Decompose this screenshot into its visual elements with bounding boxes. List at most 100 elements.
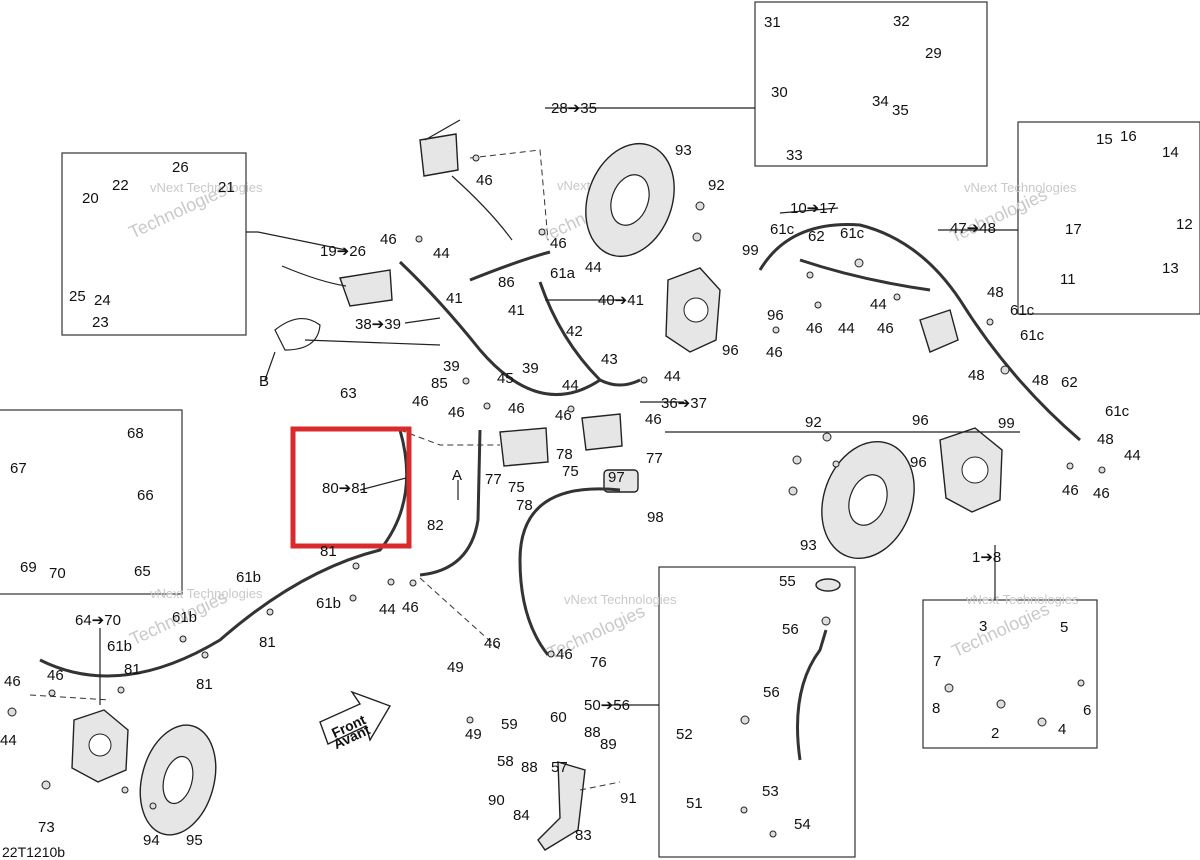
rear-brake-pedal <box>537 761 586 851</box>
part-label: 46 <box>877 320 894 337</box>
part-label: 46 <box>380 231 397 248</box>
part-label: 48 <box>968 367 985 384</box>
detail-letter-b: B <box>259 373 269 390</box>
part-label: 81 <box>320 543 337 560</box>
svg-text:vNext Technologies: vNext Technologies <box>964 180 1077 195</box>
part-label: 81 <box>196 676 213 693</box>
part-label: 1➔8 <box>972 549 1001 566</box>
part-label: 61b <box>316 595 341 612</box>
part-label: 94 <box>143 832 160 849</box>
svg-text:vNext Technologies: vNext Technologies <box>966 592 1079 607</box>
part-labels: 31 32 29 30 34 35 33 28➔35 26 22 21 20 2… <box>0 13 1193 849</box>
caliper-rear-main <box>71 709 129 783</box>
part-label: 78 <box>516 497 533 514</box>
brake-disc-rear <box>139 724 217 836</box>
part-label: 46 <box>448 404 465 421</box>
part-label: 91 <box>620 790 637 807</box>
svg-text:vNext Technologies: vNext Technologies <box>150 180 263 195</box>
part-label: 53 <box>762 783 779 800</box>
part-label: 46 <box>508 400 525 417</box>
part-label: 77 <box>646 450 663 467</box>
part-label: 12 <box>1176 216 1193 233</box>
part-label: 26 <box>172 159 189 176</box>
part-label: 57 <box>551 759 568 776</box>
part-label: 44 <box>838 320 855 337</box>
inset-box-rear-left-caliper <box>0 409 183 595</box>
part-label: 15 <box>1096 131 1113 148</box>
part-label: 48 <box>1032 372 1049 389</box>
part-label: 2 <box>991 725 999 742</box>
part-label: 61b <box>236 569 261 586</box>
svg-text:vNext Technologies: vNext Technologies <box>564 592 677 607</box>
caliper-front-left-main <box>939 427 1003 513</box>
part-label: 44 <box>664 368 681 385</box>
part-label: 76 <box>590 654 607 671</box>
part-label: 39 <box>522 360 539 377</box>
part-label: 56 <box>782 621 799 638</box>
part-label: 78 <box>556 446 573 463</box>
part-label: 25 <box>69 288 86 305</box>
reference-lines <box>29 149 621 791</box>
part-label: 34 <box>872 93 889 110</box>
part-label: 81 <box>259 634 276 651</box>
hydraulic-unit <box>919 309 959 353</box>
part-label: 61b <box>172 609 197 626</box>
part-label: 44 <box>562 377 579 394</box>
brake-disc-front-left <box>821 440 915 560</box>
part-label: 88 <box>584 724 601 741</box>
part-label: 59 <box>501 716 518 733</box>
part-label: 83 <box>575 827 592 844</box>
part-label: 61a <box>550 265 576 282</box>
part-label: 95 <box>186 832 203 849</box>
part-label: 69 <box>20 559 37 576</box>
part-label: 46 <box>555 407 572 424</box>
part-label: 92 <box>805 414 822 431</box>
part-label: 75 <box>562 463 579 480</box>
part-label: 44 <box>585 259 602 276</box>
inset-box-left-lever <box>61 152 247 336</box>
part-label: 44 <box>433 245 450 262</box>
part-label: 46 <box>556 646 573 663</box>
part-label: 20 <box>82 190 99 207</box>
part-label: 99 <box>998 415 1015 432</box>
leader-lines <box>99 107 1020 706</box>
part-label: 90 <box>488 792 505 809</box>
part-label: 97 <box>608 469 625 486</box>
detail-letter-a: A <box>452 467 462 484</box>
part-label: 47➔48 <box>950 220 996 237</box>
part-label: 28➔35 <box>551 100 597 117</box>
part-label: 88 <box>521 759 538 776</box>
part-label: 50➔56 <box>584 697 630 714</box>
part-label: 49 <box>465 726 482 743</box>
part-label: 44 <box>379 601 396 618</box>
part-label: 46 <box>476 172 493 189</box>
part-label: 46 <box>806 320 823 337</box>
part-label: 86 <box>498 274 515 291</box>
part-label: 8 <box>932 700 940 717</box>
svg-text:Technologies: Technologies <box>949 599 1053 662</box>
part-label: 13 <box>1162 260 1179 277</box>
part-label: 16 <box>1120 128 1137 145</box>
part-label: 68 <box>127 425 144 442</box>
part-label: 70 <box>49 565 66 582</box>
part-label: 96 <box>722 342 739 359</box>
part-label: 64➔70 <box>75 612 121 629</box>
part-label: 35 <box>892 102 909 119</box>
part-label: 4 <box>1058 721 1066 738</box>
part-label: 31 <box>764 14 781 31</box>
part-label: 45 <box>497 370 514 387</box>
part-label: 54 <box>794 816 811 833</box>
part-label: 23 <box>92 314 109 331</box>
fasteners <box>7 154 1106 838</box>
part-label: 99 <box>742 242 759 259</box>
part-label: 73 <box>38 819 55 836</box>
part-label: 48 <box>1097 431 1114 448</box>
part-label: 24 <box>94 292 111 309</box>
part-label: 98 <box>647 509 664 526</box>
master-cylinder-right-handlebar <box>419 133 513 241</box>
part-label: 96 <box>767 307 784 324</box>
part-label: 46 <box>484 635 501 652</box>
part-label: 44 <box>1124 447 1141 464</box>
inset-box-master-cylinder-right <box>754 1 988 167</box>
part-label: 46 <box>1093 485 1110 502</box>
